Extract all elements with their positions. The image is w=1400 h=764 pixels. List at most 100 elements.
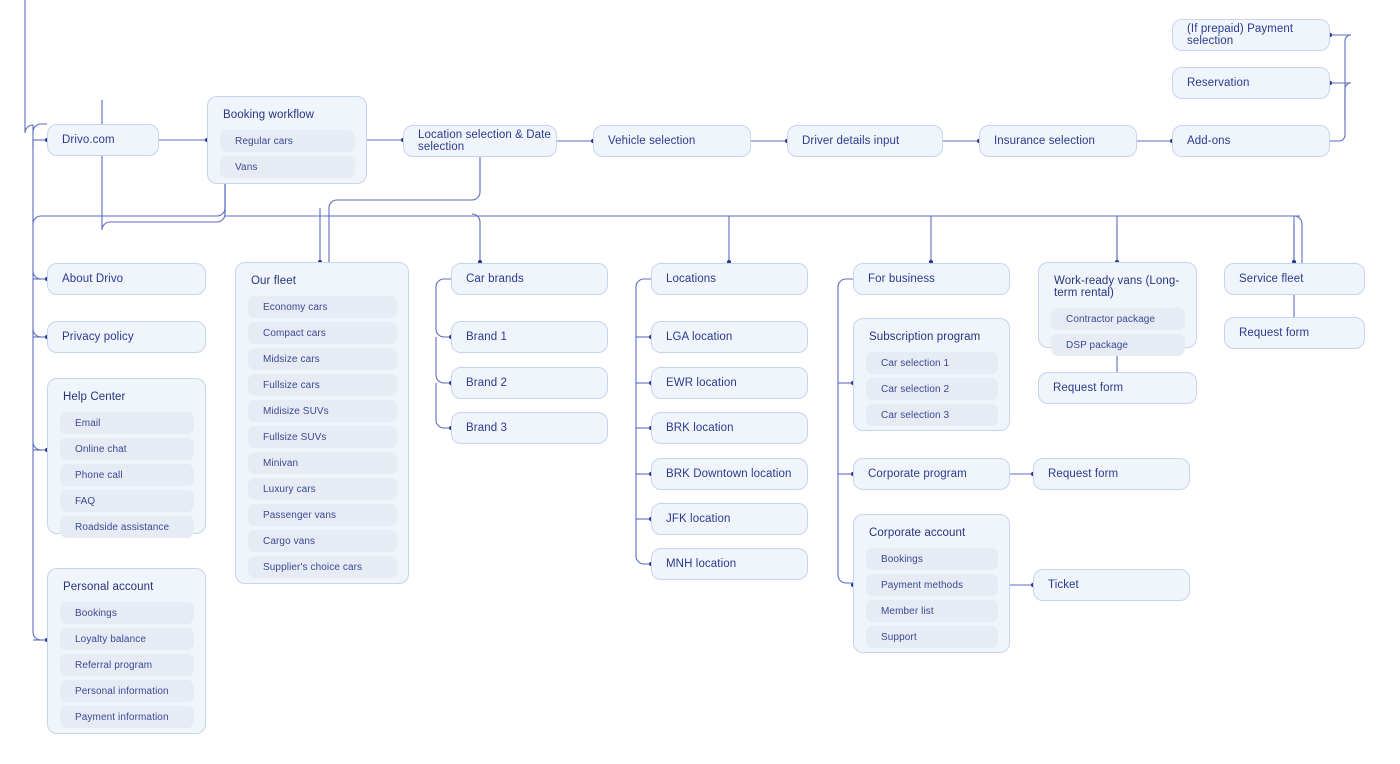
node-label: Request form [1053,382,1124,394]
group-title: Personal account [63,581,154,593]
chip-regular-cars[interactable]: Regular cars [220,130,355,152]
node-label: EWR location [666,377,737,389]
chip-midisize-suvs[interactable]: Midisize SUVs [248,400,397,422]
node-jfk-location[interactable]: JFK location [651,503,808,535]
chip-payment-information[interactable]: Payment information [60,706,194,728]
node-add-ons[interactable]: Add-ons [1172,125,1330,157]
node-label: Driver details input [802,135,900,147]
chip-faq[interactable]: FAQ [60,490,194,512]
node-label: Location selection & Date selection [418,129,551,153]
node-ewr-location[interactable]: EWR location [651,367,808,399]
node-corporate-program-request-form[interactable]: Request form [1033,458,1190,490]
group-title: Subscription program [869,331,981,343]
node-insurance-selection[interactable]: Insurance selection [979,125,1137,157]
node-personal-account[interactable]: Personal account Bookings Loyalty balanc… [47,568,206,734]
chip-email[interactable]: Email [60,412,194,434]
node-corporate-account[interactable]: Corporate account Bookings Payment metho… [853,514,1010,653]
group-title: Booking workflow [223,109,315,121]
chip-bookings[interactable]: Bookings [60,602,194,624]
chip-vans[interactable]: Vans [220,156,355,178]
node-locations[interactable]: Locations [651,263,808,295]
chip-online-chat[interactable]: Online chat [60,438,194,460]
node-label: Brand 1 [466,331,507,343]
node-drivo-com[interactable]: Drivo.com [47,124,159,156]
node-label: Request form [1239,327,1310,339]
chip-contractor-package[interactable]: Contractor package [1051,308,1185,330]
node-label: JFK location [666,513,731,525]
node-service-fleet[interactable]: Service fleet [1224,263,1365,295]
node-label: Service fleet [1239,273,1304,285]
chip-car-selection-3[interactable]: Car selection 3 [866,404,998,426]
node-label: Ticket [1048,579,1079,591]
node-label: Privacy policy [62,331,134,343]
node-payment-selection[interactable]: (If prepaid) Payment selection [1172,19,1330,51]
chip-car-selection-2[interactable]: Car selection 2 [866,378,998,400]
node-help-center[interactable]: Help Center Email Online chat Phone call… [47,378,206,538]
node-lga-location[interactable]: LGA location [651,321,808,353]
node-mnh-location[interactable]: MNH location [651,548,808,580]
node-label: About Drivo [62,273,124,285]
node-reservation[interactable]: Reservation [1172,67,1330,99]
group-title: Work-ready vans (Long-term rental) [1054,275,1180,299]
node-label: Car brands [466,273,524,285]
node-brand-1[interactable]: Brand 1 [451,321,608,353]
chip-support[interactable]: Support [866,626,998,648]
node-brand-2[interactable]: Brand 2 [451,367,608,399]
node-privacy-policy[interactable]: Privacy policy [47,321,206,353]
node-work-ready-request-form[interactable]: Request form [1038,372,1197,404]
node-label: Vehicle selection [608,135,696,147]
node-label: Corporate program [868,468,967,480]
chip-midsize-cars[interactable]: Midsize cars [248,348,397,370]
chip-roadside-assistance[interactable]: Roadside assistance [60,516,194,538]
chip-phone-call[interactable]: Phone call [60,464,194,486]
chip-fullsize-cars[interactable]: Fullsize cars [248,374,397,396]
node-brk-location[interactable]: BRK location [651,412,808,444]
chip-dsp-package[interactable]: DSP package [1051,334,1185,356]
node-brk-downtown-location[interactable]: BRK Downtown location [651,458,808,490]
node-label: Insurance selection [994,135,1095,147]
node-label: (If prepaid) Payment selection [1187,23,1294,47]
node-label: Brand 2 [466,377,507,389]
chip-economy-cars[interactable]: Economy cars [248,296,397,318]
group-title: Our fleet [251,275,297,287]
node-vehicle-selection[interactable]: Vehicle selection [593,125,751,157]
node-label: Drivo.com [62,134,115,146]
node-location-date-selection[interactable]: Location selection & Date selection [403,125,557,157]
chip-personal-information[interactable]: Personal information [60,680,194,702]
chip-luxury-cars[interactable]: Luxury cars [248,478,397,500]
node-our-fleet[interactable]: Our fleet Economy cars Compact cars Mids… [235,262,409,584]
chip-payment-methods[interactable]: Payment methods [866,574,998,596]
node-subscription-program[interactable]: Subscription program Car selection 1 Car… [853,318,1010,431]
node-label: BRK Downtown location [666,468,792,480]
chip-corporate-bookings[interactable]: Bookings [866,548,998,570]
node-work-ready-vans[interactable]: Work-ready vans (Long-term rental) Contr… [1038,262,1197,356]
chip-passenger-vans[interactable]: Passenger vans [248,504,397,526]
node-ticket[interactable]: Ticket [1033,569,1190,601]
group-title: Help Center [63,391,126,403]
node-booking-workflow[interactable]: Booking workflow Regular cars Vans [207,96,367,184]
node-driver-details-input[interactable]: Driver details input [787,125,943,157]
node-label: Locations [666,273,717,285]
node-service-fleet-request-form[interactable]: Request form [1224,317,1365,349]
chip-compact-cars[interactable]: Compact cars [248,322,397,344]
chip-member-list[interactable]: Member list [866,600,998,622]
chip-referral-program[interactable]: Referral program [60,654,194,676]
chip-minivan[interactable]: Minivan [248,452,397,474]
node-label: Reservation [1187,77,1250,89]
chip-suppliers-choice-cars[interactable]: Supplier's choice cars [248,556,397,578]
node-about-drivo[interactable]: About Drivo [47,263,206,295]
node-label: Brand 3 [466,422,507,434]
node-brand-3[interactable]: Brand 3 [451,412,608,444]
node-label: BRK location [666,422,734,434]
chip-cargo-vans[interactable]: Cargo vans [248,530,397,552]
chip-loyalty-balance[interactable]: Loyalty balance [60,628,194,650]
group-title: Corporate account [869,527,966,539]
chip-fullsize-suvs[interactable]: Fullsize SUVs [248,426,397,448]
node-label: Add-ons [1187,135,1231,147]
node-label: MNH location [666,558,737,570]
chip-car-selection-1[interactable]: Car selection 1 [866,352,998,374]
node-for-business[interactable]: For business [853,263,1010,295]
node-car-brands[interactable]: Car brands [451,263,608,295]
node-corporate-program[interactable]: Corporate program [853,458,1010,490]
node-label: LGA location [666,331,733,343]
